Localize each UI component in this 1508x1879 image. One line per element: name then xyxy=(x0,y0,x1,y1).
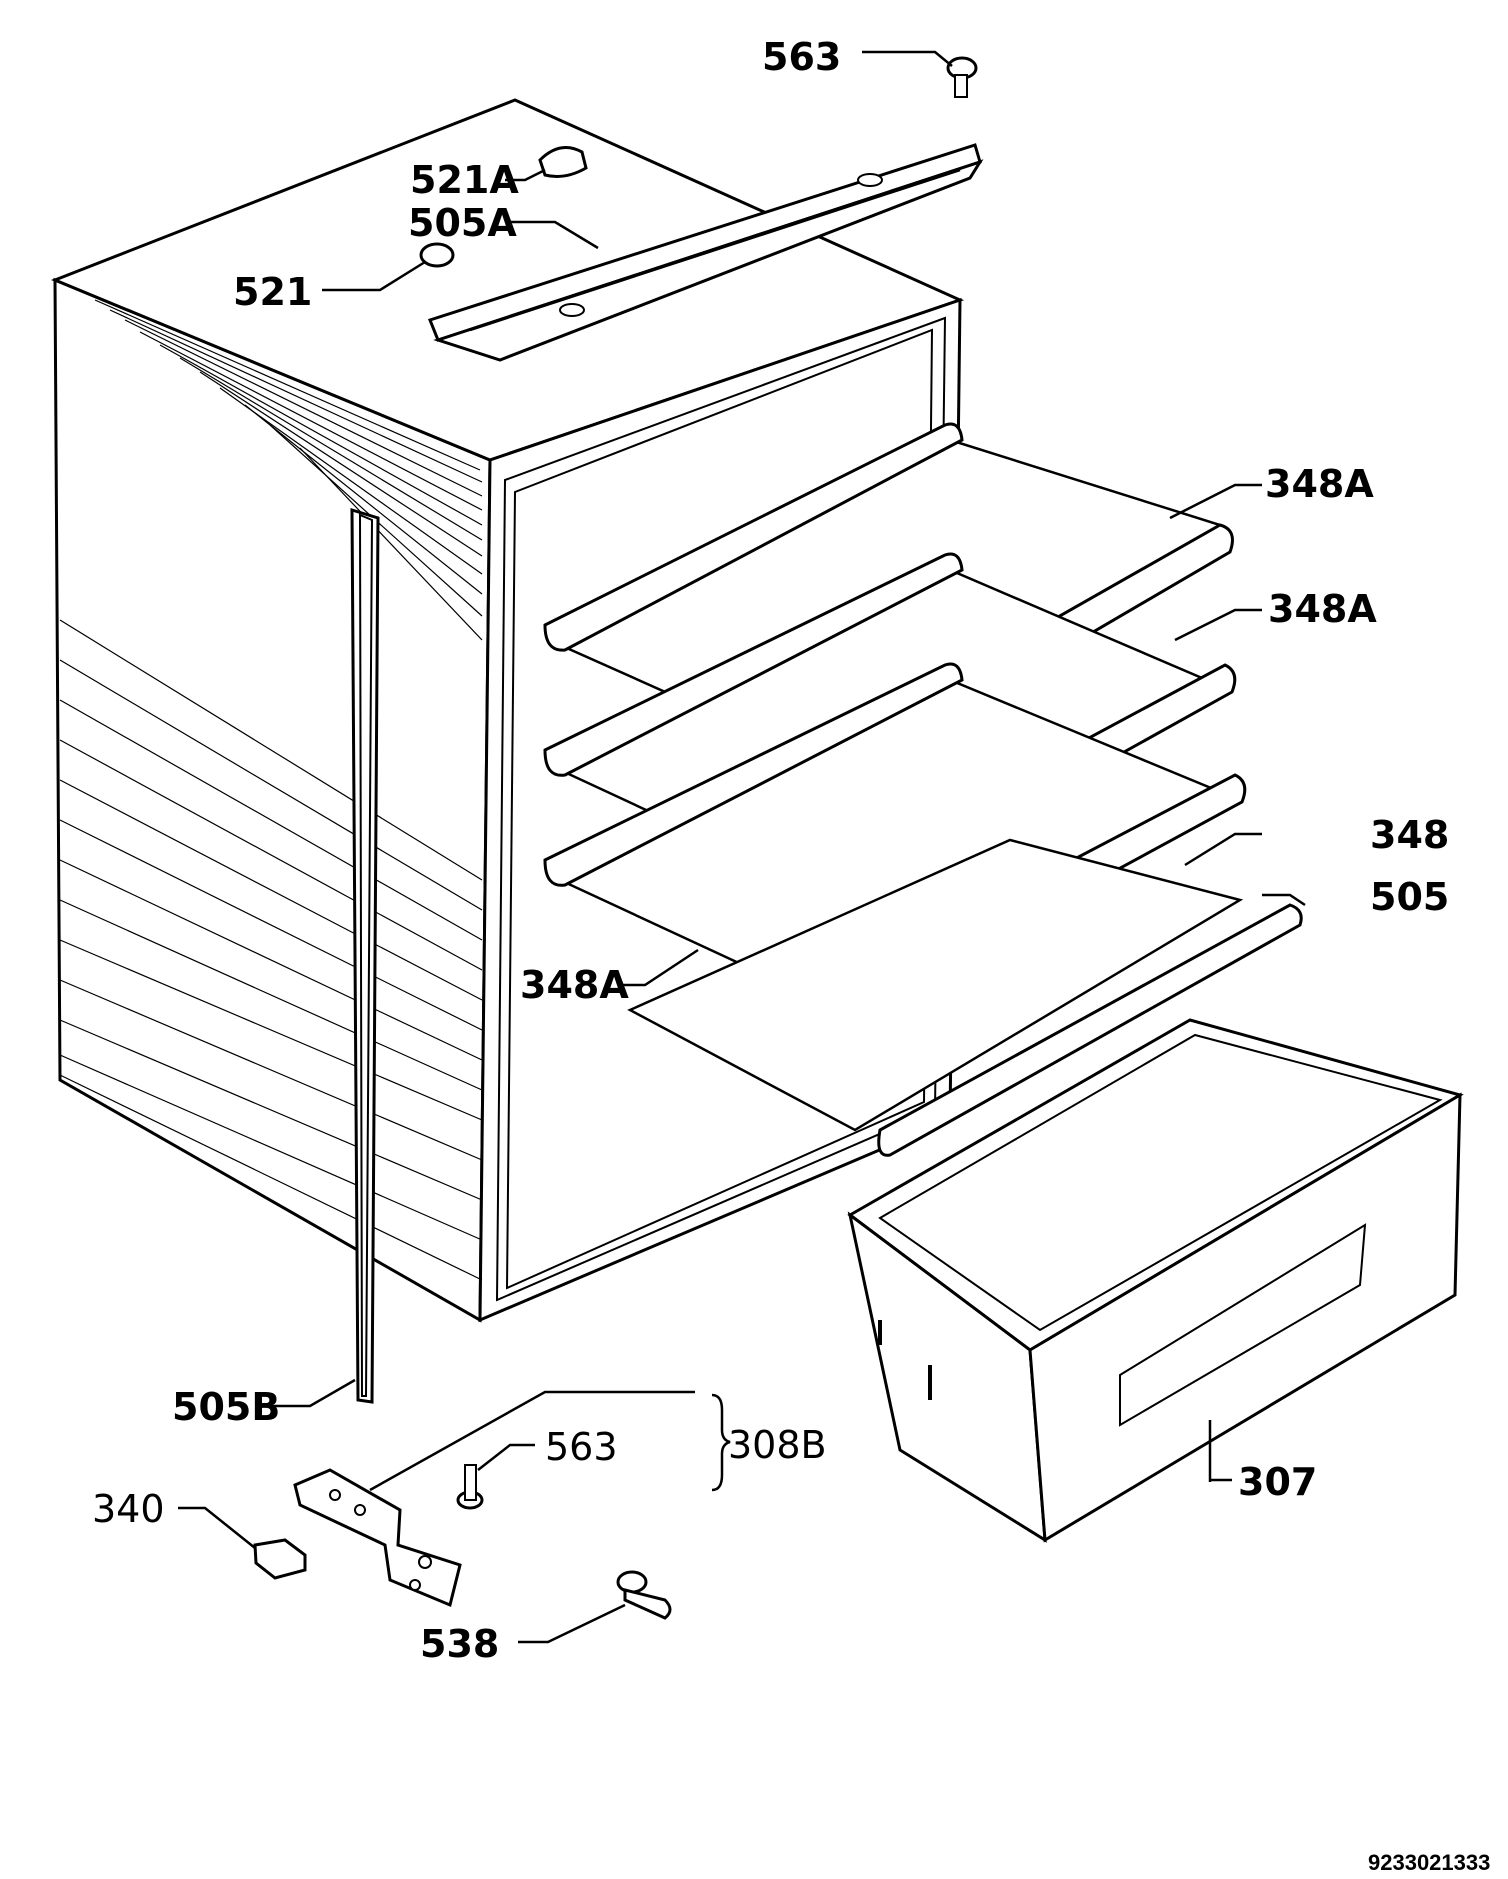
label-563-bottom: 563 xyxy=(545,1425,618,1469)
label-521a: 521A xyxy=(410,158,519,202)
top-bracket-505a xyxy=(428,143,984,362)
label-505: 505 xyxy=(1370,875,1449,919)
side-panel-shading xyxy=(59,299,483,1281)
label-348a-low: 348A xyxy=(520,963,629,1007)
label-505b: 505B xyxy=(172,1385,280,1429)
label-307: 307 xyxy=(1238,1460,1317,1504)
label-521: 521 xyxy=(233,270,312,314)
plug-521 xyxy=(419,242,455,268)
label-563-top: 563 xyxy=(762,35,841,79)
glass-shelf-348 xyxy=(627,838,1244,1132)
hinge-set-brace xyxy=(711,1393,731,1492)
part-labels: 563 521A 505A 521 348A 348A 348 505 348A… xyxy=(92,35,1490,1875)
leader-lines xyxy=(178,50,1306,1644)
label-538: 538 xyxy=(420,1622,499,1666)
label-340: 340 xyxy=(92,1487,165,1531)
label-348: 348 xyxy=(1370,813,1449,857)
screw-top-563 xyxy=(946,56,978,98)
crisper-drawer-307 xyxy=(847,1018,1464,1543)
document-number: 9233021333 xyxy=(1368,1850,1490,1875)
cap-340 xyxy=(253,1538,307,1580)
trim-strip-505 xyxy=(877,903,1303,1157)
label-308b: 308B xyxy=(728,1423,827,1467)
bush-538 xyxy=(616,1570,672,1620)
label-348a-top: 348A xyxy=(1265,462,1374,506)
screw-563-bottom xyxy=(456,1464,484,1510)
label-505a: 505A xyxy=(408,201,517,245)
plug-521a xyxy=(538,146,588,178)
label-348a-mid: 348A xyxy=(1268,587,1377,631)
hinge-308b xyxy=(293,1468,462,1608)
